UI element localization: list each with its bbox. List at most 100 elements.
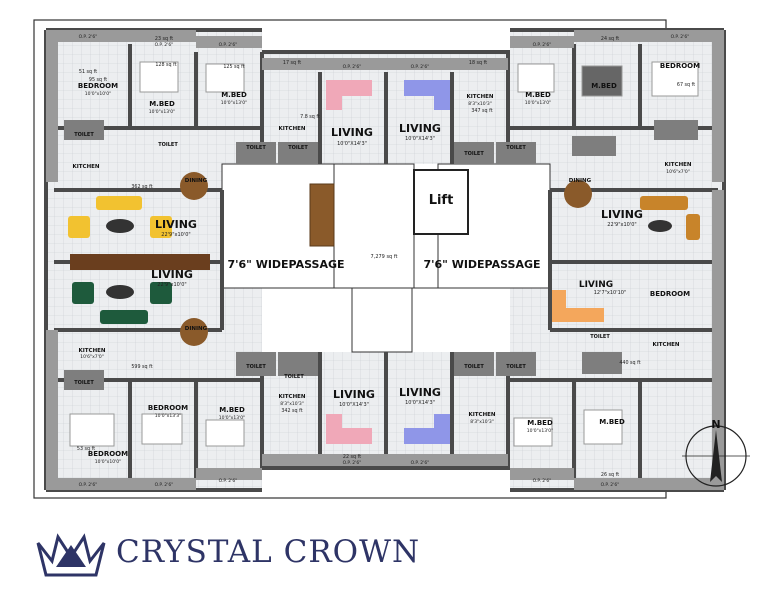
sofa-set-left-lower [70, 262, 210, 324]
room-toilet-10: TOILET [74, 380, 94, 386]
sofa-set-right-upper [640, 196, 700, 240]
room-mbed-6: M.BED [527, 419, 553, 427]
svg-text:342 sq ft: 342 sq ft [281, 408, 302, 414]
svg-text:10'0"X14'3": 10'0"X14'3" [339, 402, 369, 408]
brand: CRYSTAL CROWN [36, 522, 420, 582]
svg-text:10'0"X14'3": 10'0"X14'3" [405, 400, 435, 406]
room-kitchen-5: KITCHEN [78, 348, 105, 354]
svg-text:51 sq ft: 51 sq ft [79, 69, 97, 75]
room-dining-1: DINING [185, 178, 208, 184]
svg-text:8'3"x10'3": 8'3"x10'3" [470, 419, 494, 425]
svg-text:10'6"x7'0": 10'6"x7'0" [666, 169, 690, 175]
room-dining-2: DINING [185, 326, 208, 332]
room-toilet-2: TOILET [288, 145, 308, 151]
svg-text:10'0"x13'0": 10'0"x13'0" [219, 415, 245, 421]
svg-text:22 sq ft: 22 sq ft [343, 454, 361, 460]
svg-text:O.P. 2'6": O.P. 2'6" [79, 482, 98, 488]
room-bedroom-2: BEDROOM [660, 62, 700, 70]
room-kitchen-4: KITCHEN [664, 162, 691, 168]
crown-icon [36, 533, 106, 577]
room-living-center-right-bottom: LIVING [399, 386, 441, 399]
svg-text:O.P. 2'6": O.P. 2'6" [343, 460, 362, 466]
op-labels: O.P. 2'6" O.P. 2'6" O.P. 2'6" O.P. 2'6" … [79, 34, 690, 488]
lift-shaft [413, 169, 469, 235]
room-mbed-7: M.BED [599, 418, 625, 426]
compass-icon: N [682, 418, 750, 487]
svg-text:10'0"x13'0": 10'0"x13'0" [149, 109, 175, 115]
room-bedroom-5: BEDROOM [88, 450, 128, 458]
room-toilet-11: TOILET [590, 334, 610, 340]
room-kitchen-1: KITCHEN [278, 126, 305, 132]
svg-text:26 sq ft: 26 sq ft [601, 472, 619, 478]
room-living-right-upper: LIVING [601, 208, 643, 221]
svg-text:O.P. 2'6": O.P. 2'6" [601, 482, 620, 488]
svg-text:24 sq ft: 24 sq ft [601, 36, 619, 42]
svg-text:10'0"x13'0": 10'0"x13'0" [527, 428, 553, 434]
room-living-left-upper: LIVING [155, 218, 197, 231]
room-toilet-3: TOILET [464, 151, 484, 157]
svg-text:125 sq ft: 125 sq ft [223, 64, 244, 70]
room-toilet-6: TOILET [284, 374, 304, 380]
svg-text:10'0"x13'3": 10'0"x13'3" [155, 413, 181, 419]
svg-text:53 sq ft: 53 sq ft [77, 446, 95, 452]
svg-text:10'0"x13'0": 10'0"x13'0" [525, 100, 551, 106]
svg-text:12'7"x10'10": 12'7"x10'10" [594, 290, 627, 296]
room-living-left-lower: LIVING [151, 268, 193, 281]
room-mbed-1: M.BED [149, 100, 175, 108]
svg-text:22'9"x10'0": 22'9"x10'0" [607, 222, 636, 228]
room-living-center-left-top: LIVING [331, 126, 373, 139]
room-toilet-12: TOILET [158, 142, 178, 148]
room-bedroom-1: BEDROOM [78, 82, 118, 90]
svg-text:O.P. 2'6": O.P. 2'6" [533, 42, 552, 48]
svg-text:O.P. 2'6": O.P. 2'6" [533, 478, 552, 484]
svg-text:10'0"X14'3": 10'0"X14'3" [405, 136, 435, 142]
room-kitchen-8: KITCHEN [468, 412, 495, 418]
room-living-right-lower: LIVING [579, 280, 613, 290]
staircase [309, 183, 335, 247]
open-projections [46, 30, 724, 490]
room-bedroom-4: BEDROOM [148, 404, 188, 412]
svg-text:128 sq ft: 128 sq ft [155, 62, 176, 68]
svg-text:10'6"x7'0": 10'6"x7'0" [80, 354, 104, 360]
svg-text:22'9"x10'0": 22'9"x10'0" [161, 232, 190, 238]
svg-text:599 sq ft: 599 sq ft [131, 364, 152, 370]
room-labels: LIVING 10'0"X14'3" LIVING 10'0"X14'3" LI… [72, 62, 700, 465]
room-toilet-8: TOILET [506, 364, 526, 370]
svg-text:O.P. 2'6": O.P. 2'6" [671, 34, 690, 40]
svg-text:362 sq ft: 362 sq ft [131, 184, 152, 190]
passage-label-right: 7'6" WIDEPASSAGE [423, 258, 540, 271]
svg-text:O.P. 2'6": O.P. 2'6" [155, 42, 174, 48]
svg-text:440 sq ft: 440 sq ft [619, 360, 640, 366]
dining-tables [180, 172, 592, 346]
svg-text:18 sq ft: 18 sq ft [469, 60, 487, 66]
svg-text:95 sq ft: 95 sq ft [89, 77, 107, 83]
room-kitchen-3: KITCHEN [72, 164, 99, 170]
sofa-set-left-upper [68, 196, 210, 262]
room-kitchen-6: KITCHEN [652, 342, 679, 348]
room-toilet-9: TOILET [74, 132, 94, 138]
svg-text:7.8 sq ft: 7.8 sq ft [300, 114, 320, 120]
room-mbed-4: M.BED [591, 82, 617, 90]
svg-text:10'0"x10'0": 10'0"x10'0" [85, 91, 111, 97]
svg-text:23 sq ft: 23 sq ft [155, 36, 173, 42]
svg-text:O.P. 2'6": O.P. 2'6" [219, 42, 238, 48]
room-toilet-5: TOILET [246, 364, 266, 370]
svg-text:22'9"x10'0": 22'9"x10'0" [157, 282, 186, 288]
svg-text:O.P. 2'6": O.P. 2'6" [343, 64, 362, 70]
svg-text:N: N [711, 418, 720, 431]
svg-text:347 sq ft: 347 sq ft [471, 108, 492, 114]
svg-text:O.P. 2'6": O.P. 2'6" [411, 460, 430, 466]
toilet-blocks [64, 120, 698, 390]
room-living-center-right-top: LIVING [399, 122, 441, 135]
total-area: 7,279 sq ft [371, 254, 398, 260]
svg-text:10'0"x10'0": 10'0"x10'0" [95, 459, 121, 465]
room-kitchen-2: KITCHEN [466, 94, 493, 100]
beds [69, 61, 699, 447]
svg-text:10'0"X14'3": 10'0"X14'3" [337, 141, 367, 147]
svg-text:O.P. 2'6": O.P. 2'6" [411, 64, 430, 70]
svg-text:O.P. 2'6": O.P. 2'6" [155, 482, 174, 488]
room-toilet-1: TOILET [246, 145, 266, 151]
svg-text:67 sq ft: 67 sq ft [677, 82, 695, 88]
room-toilet-4: TOILET [506, 145, 526, 151]
room-mbed-2: M.BED [221, 91, 247, 99]
